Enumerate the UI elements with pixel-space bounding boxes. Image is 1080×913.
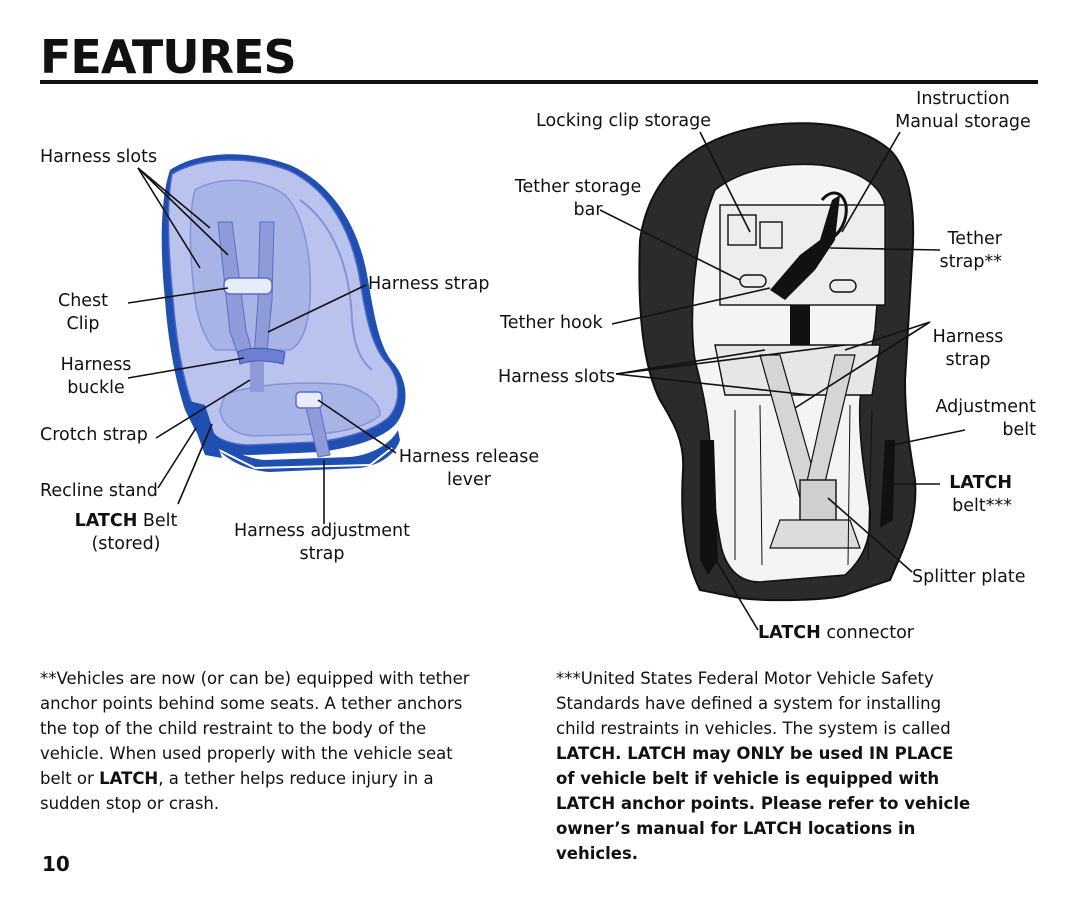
page-number: 10 [42, 852, 70, 876]
label-adjustment-belt-line2: belt [1002, 420, 1036, 440]
label-harness-release-line1: Harness release [398, 447, 540, 467]
label-adjustment-belt-line1: Adjustment [935, 397, 1036, 417]
label-latch-connector-bold: LATCH [758, 623, 821, 643]
footnote-right-line: Standards have defined a system for inst… [556, 694, 942, 713]
label-latch-belt-back-line1: LATCH [949, 473, 1012, 493]
label-harness-buckle-line1: Harness [60, 355, 132, 375]
label-chest-clip: Chest Clip [52, 290, 114, 336]
footnote-right-line: vehicles. [556, 844, 639, 863]
label-harness-strap-back-line2: strap [945, 350, 991, 370]
label-latch-connector-rest: connector [820, 623, 914, 643]
label-chest-clip-line2: Clip [66, 314, 100, 334]
footnote-right-line: child restraints in vehicles. The system… [556, 719, 951, 738]
label-harness-buckle: Harness buckle [56, 354, 136, 400]
label-adjustment-belt: Adjustment belt [918, 396, 1036, 442]
label-latch-belt-rest: Belt [137, 511, 178, 531]
label-latch-belt-back: LATCH belt*** [930, 472, 1012, 518]
label-tether-storage-line1: Tether storage [514, 177, 642, 197]
footnote-tether: **Vehicles are now (or can be) equipped … [40, 666, 540, 816]
label-splitter-plate: Splitter plate [912, 567, 1026, 587]
label-tether-hook: Tether hook [500, 313, 603, 333]
label-instruction-manual-storage: Instruction Manual storage [890, 88, 1036, 134]
label-latch-belt-line2: (stored) [91, 534, 161, 554]
label-latch-belt-back-line2: belt*** [952, 496, 1012, 516]
page-title: FEATURES [40, 30, 297, 84]
label-locking-clip-storage: Locking clip storage [536, 111, 712, 131]
label-harness-strap-front: Harness strap [368, 274, 490, 294]
label-instruction-line1: Instruction [916, 89, 1010, 109]
footnote-right-line: owner’s manual for LATCH locations in [556, 819, 916, 838]
label-harness-adjustment-line1: Harness adjustment [234, 521, 410, 541]
label-harness-adjustment-line2: strap [299, 544, 345, 564]
label-tether-storage-line2: bar [573, 200, 603, 220]
footnote-right-line: of vehicle belt if vehicle is equipped w… [556, 769, 940, 788]
label-harness-strap-back-line1: Harness [932, 327, 1004, 347]
footnote-left-line: **Vehicles are now (or can be) equipped … [40, 669, 470, 688]
footnote-left-line: vehicle. When used properly with the veh… [40, 744, 453, 763]
footnote-latch: ***United States Federal Motor Vehicle S… [556, 666, 1036, 866]
label-crotch-strap: Crotch strap [40, 425, 148, 445]
label-tether-storage-bar: Tether storage bar [508, 176, 648, 222]
label-harness-release-line2: lever [447, 470, 491, 490]
footnote-left-line: the top of the child restraint to the bo… [40, 719, 427, 738]
label-instruction-line2: Manual storage [895, 112, 1031, 132]
footnote-left-line: sudden stop or crash. [40, 794, 220, 813]
footnote-right-line: LATCH anchor points. Please refer to veh… [556, 794, 971, 813]
label-tether-strap-line2: strap** [939, 252, 1002, 272]
footnote-right-line: ***United States Federal Motor Vehicle S… [556, 669, 934, 688]
label-tether-strap-line1: Tether [947, 229, 1002, 249]
label-harness-buckle-line2: buckle [67, 378, 125, 398]
label-harness-release-lever: Harness release lever [396, 446, 542, 492]
label-latch-belt-stored: LATCH Belt (stored) [64, 510, 188, 556]
footnote-left-line: anchor points behind some seats. A tethe… [40, 694, 463, 713]
label-harness-strap-back: Harness strap [928, 326, 1008, 372]
label-harness-adjustment-strap: Harness adjustment strap [226, 520, 418, 566]
label-latch-connector: LATCH connector [758, 622, 914, 645]
label-harness-slots-back: Harness slots [498, 367, 616, 387]
footnote-right-line: LATCH. LATCH may ONLY be used IN PLACE [556, 744, 954, 763]
label-latch-belt-bold: LATCH [74, 511, 138, 531]
label-tether-strap: Tether strap** [930, 228, 1002, 274]
label-harness-slots-front: Harness slots [40, 147, 158, 167]
label-chest-clip-line1: Chest [57, 291, 109, 311]
footnote-left-line: belt or LATCH, a tether helps reduce inj… [40, 769, 434, 788]
label-recline-stand: Recline stand [40, 481, 158, 501]
title-rule [40, 80, 1038, 84]
